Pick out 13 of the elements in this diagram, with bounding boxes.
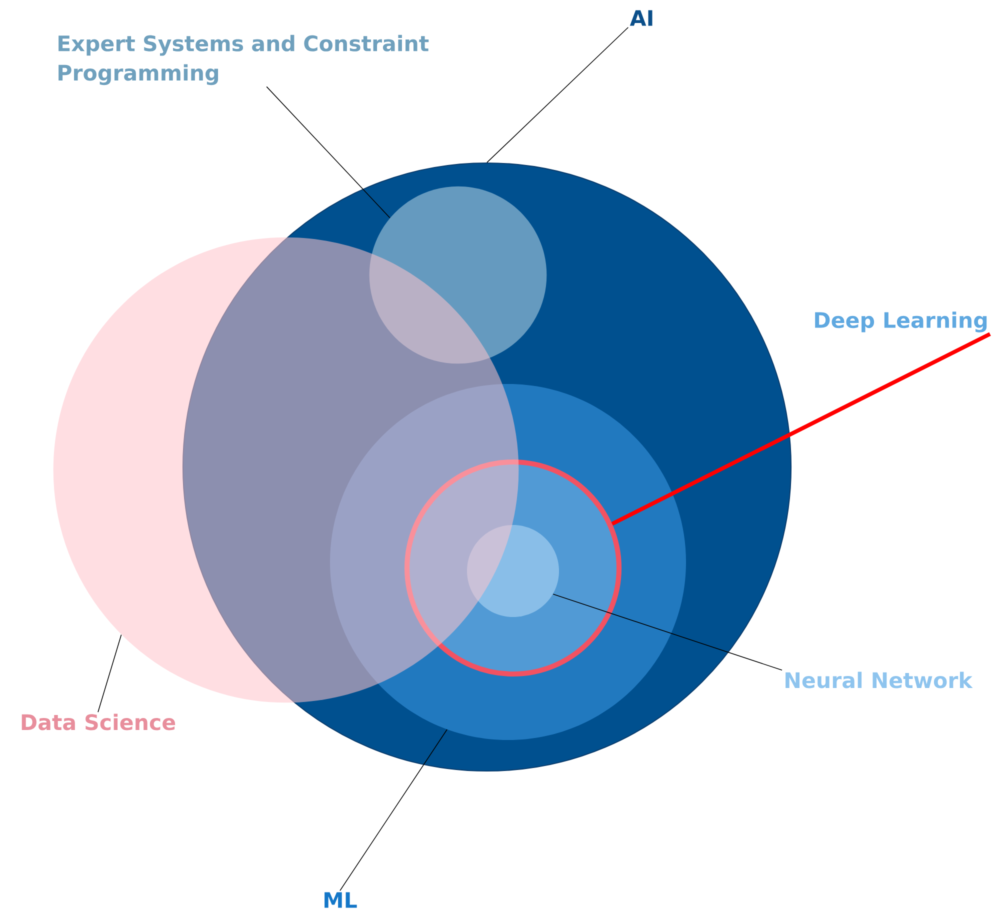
label-text: Data Science [22,714,176,730]
leader-line [98,634,122,713]
label-text: Expert Systems and Constraint Programming [58,34,429,86]
circle-region [53,237,519,703]
leader-line [266,86,390,218]
leader-line [611,332,991,526]
leader-line [552,594,782,671]
label-text: Deep Learning [815,312,987,332]
leader-line [486,26,629,163]
label-text: AI [630,10,652,26]
label-text: Neural Network [786,672,973,688]
leader-line [340,729,448,892]
label-text: ML [324,892,357,908]
